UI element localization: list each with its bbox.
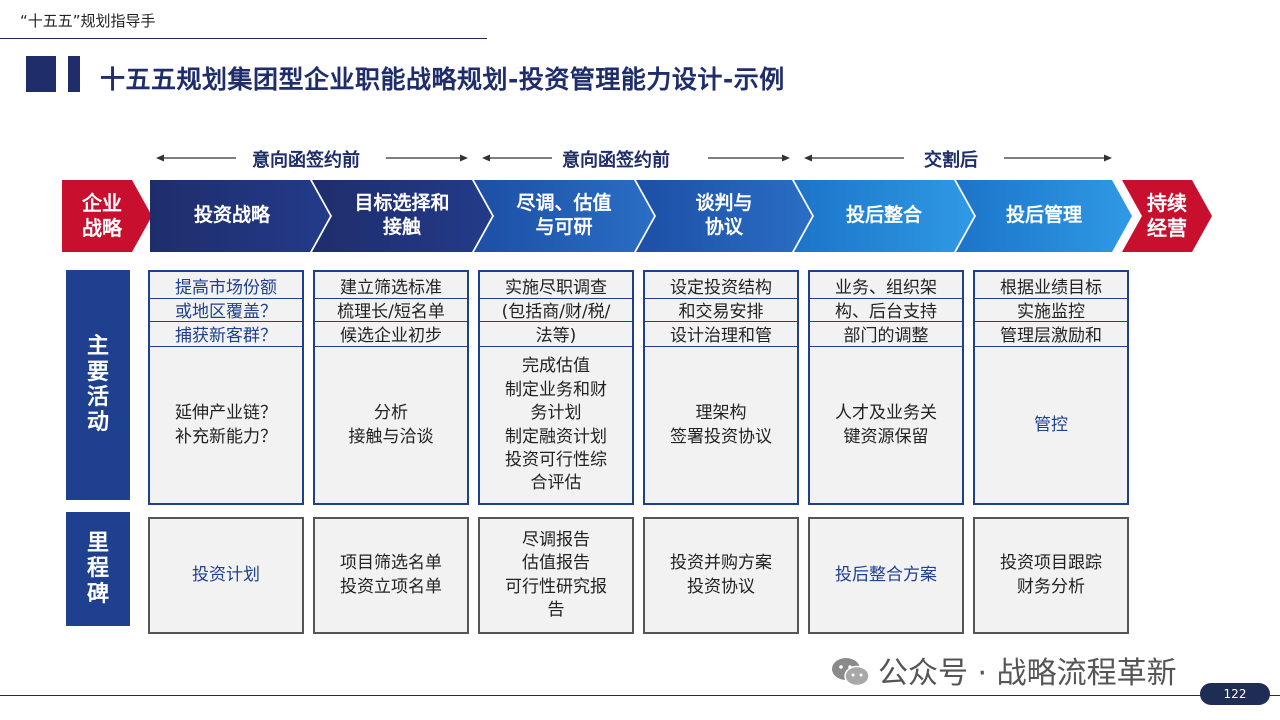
activity-body: 管控 bbox=[1034, 414, 1068, 435]
flow-step-2 bbox=[312, 180, 492, 252]
activity-row: 法等) bbox=[480, 321, 632, 347]
activity-column: 提高市场份额 或地区覆盖？ 捕获新客群？ 延伸产业链？ 补充新能力？ bbox=[148, 270, 304, 505]
phase-2: 意向函签约前 bbox=[476, 146, 792, 171]
flow-start-chevron bbox=[62, 180, 152, 252]
activity-column: 业务、组织架 构、后台支持 部门的调整 人才及业务关 键资源保留 bbox=[808, 270, 964, 505]
activity-body: 完成估值 制定业务和财 务计划 制定融资计划 投资可行性综 合评估 bbox=[505, 356, 607, 494]
page-title: 十五五规划集团型企业职能战略规划-投资管理能力设计-示例 bbox=[100, 65, 785, 94]
milestone-box: 投资并购方案 投资协议 bbox=[643, 517, 799, 634]
flow-step-label: 目标选择和 接触 bbox=[354, 192, 450, 238]
watermark-text: 公众号 · 战略流程革新 bbox=[878, 656, 1177, 691]
flow-step-3 bbox=[474, 180, 654, 252]
title-accent-bar bbox=[26, 56, 56, 92]
activity-row: 设计治理和管 bbox=[645, 321, 797, 347]
activity-column: 设定投资结构 和交易安排 设计治理和管 理架构 签署投资协议 bbox=[643, 270, 799, 505]
flow-end-chevron bbox=[1122, 180, 1212, 252]
activity-row: 提高市场份额 bbox=[150, 272, 302, 299]
page-number-badge: 122 bbox=[1200, 683, 1270, 705]
header-divider bbox=[0, 38, 487, 39]
flow-step-5 bbox=[794, 180, 974, 252]
activity-row: 部门的调整 bbox=[810, 321, 962, 347]
phase-label: 意向函签约前 bbox=[562, 150, 670, 171]
flow-step-label: 投后管理 bbox=[1005, 204, 1082, 227]
flow-end-label: 持续 经营 bbox=[1147, 191, 1187, 240]
phase-label: 交割后 bbox=[924, 150, 978, 171]
activity-row: 和交易安排 bbox=[645, 298, 797, 322]
activity-row: 业务、组织架 bbox=[810, 272, 962, 299]
activity-column: 根据业绩目标 实施监控 管理层激励和 管控 bbox=[973, 270, 1129, 505]
double-arrow-icon bbox=[482, 154, 790, 162]
activity-row: 实施监控 bbox=[975, 298, 1127, 322]
flow-start-label: 企业 战略 bbox=[82, 191, 122, 240]
footer-divider bbox=[0, 695, 1280, 696]
activity-row: 设定投资结构 bbox=[645, 272, 797, 299]
doc-header: “十五五”规划指导手 bbox=[20, 12, 156, 30]
activity-row: 根据业绩目标 bbox=[975, 272, 1127, 299]
activity-row: 构、后台支持 bbox=[810, 298, 962, 322]
milestone-box: 投资项目跟踪 财务分析 bbox=[973, 517, 1129, 634]
flow-step-4 bbox=[636, 180, 812, 252]
wechat-icon bbox=[832, 658, 870, 687]
activity-row: (包括商/财/税/ bbox=[480, 298, 632, 322]
activity-column: 建立筛选标准 梳理长/短名单 候选企业初步 分析 接触与洽谈 bbox=[313, 270, 469, 505]
phase-1: 意向函签约前 bbox=[150, 146, 470, 171]
phase-3: 交割后 bbox=[798, 146, 1114, 171]
activity-body: 理架构 签署投资协议 bbox=[670, 403, 772, 447]
milestone-box: 尽调报告 估值报告 可行性研究报 告 bbox=[478, 517, 634, 634]
activity-row: 建立筛选标准 bbox=[315, 272, 467, 299]
activity-column: 实施尽职调查 (包括商/财/税/ 法等) 完成估值 制定业务和财 务计划 制定融… bbox=[478, 270, 634, 505]
milestone-box: 项目筛选名单 投资立项名单 bbox=[313, 517, 469, 634]
milestone-box: 投资计划 bbox=[148, 517, 304, 634]
flow-step-label: 尽调、估值 与可研 bbox=[516, 192, 612, 238]
activity-row: 候选企业初步 bbox=[315, 321, 467, 347]
title-accent-bar-small bbox=[68, 56, 80, 92]
activities-row-label: 主 要 活 动 bbox=[66, 270, 130, 500]
activity-row: 实施尽职调查 bbox=[480, 272, 632, 299]
flow-step-label: 投后整合 bbox=[845, 204, 922, 227]
activity-row: 捕获新客群？ bbox=[150, 321, 302, 347]
double-arrow-icon bbox=[804, 154, 1112, 162]
activity-body: 分析 接触与洽谈 bbox=[348, 403, 434, 447]
milestones-row-label: 里 程 碑 bbox=[66, 512, 130, 626]
activity-row: 或地区覆盖？ bbox=[150, 298, 302, 322]
milestone-box: 投后整合方案 bbox=[808, 517, 964, 634]
flow-step-label: 谈判与 协议 bbox=[695, 192, 753, 238]
flow-step-1 bbox=[150, 180, 330, 252]
activity-row: 管理层激励和 bbox=[975, 321, 1127, 347]
flow-step-label: 投资战略 bbox=[193, 204, 270, 227]
flow-step-6 bbox=[956, 180, 1132, 252]
activity-body: 人才及业务关 键资源保留 bbox=[835, 403, 937, 447]
double-arrow-icon bbox=[156, 154, 468, 162]
activity-row: 梳理长/短名单 bbox=[315, 298, 467, 322]
phase-label: 意向函签约前 bbox=[252, 150, 360, 171]
activity-body: 延伸产业链？ 补充新能力？ bbox=[175, 403, 277, 447]
